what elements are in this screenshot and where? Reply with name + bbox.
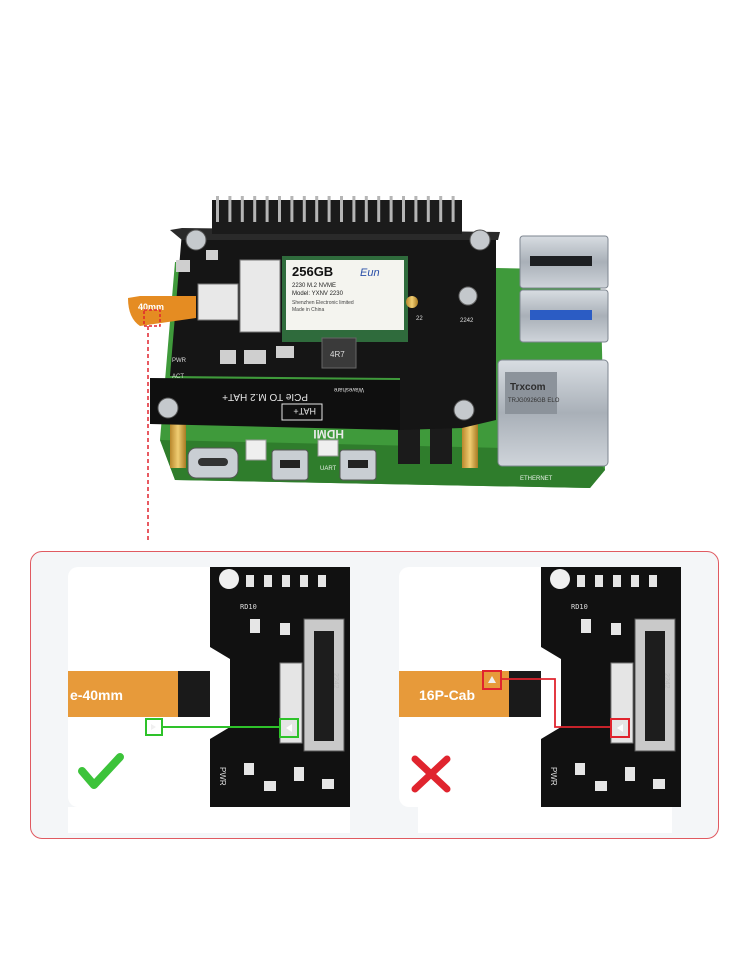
gpio-pin — [315, 196, 319, 222]
svg-text:PWR: PWR — [172, 358, 187, 364]
ribbon-cable — [128, 296, 196, 326]
svg-text:ACT: ACT — [172, 374, 184, 380]
gpio-pin — [265, 196, 269, 222]
gpio-pin — [302, 196, 306, 222]
gpio-pin — [426, 196, 430, 222]
ribbon-cable — [68, 671, 178, 717]
svg-text:2242: 2242 — [460, 318, 474, 324]
svg-text:PWR: PWR — [218, 767, 227, 786]
svg-text:Shenzhen Electronic limited: Shenzhen Electronic limited — [292, 300, 354, 306]
svg-text:16P-Cab: 16P-Cab — [419, 687, 475, 703]
gpio-pin — [451, 196, 455, 222]
svg-text:2242: 2242 — [332, 673, 339, 689]
gpio-pin — [327, 196, 331, 222]
svg-text:Made in China: Made in China — [292, 307, 324, 313]
svg-text:RD10: RD10 — [240, 603, 257, 611]
gpio-pin — [402, 196, 405, 222]
gpio-header — [212, 200, 462, 234]
gpio-pin — [216, 196, 219, 222]
svg-text:PCIe TO M.2 HAT+: PCIe TO M.2 HAT+ — [222, 391, 308, 402]
check-icon — [78, 753, 124, 789]
fpc-connector — [279, 662, 303, 744]
gpio-pin — [278, 196, 281, 222]
mount-hole — [469, 229, 491, 251]
svg-text:22: 22 — [416, 316, 423, 322]
cable-marker-box — [482, 670, 502, 690]
svg-text:Model: YXNV 2230: Model: YXNV 2230 — [292, 291, 344, 297]
svg-text:UART: UART — [320, 466, 337, 472]
svg-text:Trxcom: Trxcom — [510, 382, 546, 393]
svg-text:e-40mm: e-40mm — [70, 687, 123, 703]
nvme-ssd: 256GB Eun 2230 M.2 NVME Model: YXNV 2230… — [282, 256, 408, 342]
gpio-pin — [340, 196, 343, 222]
misalignment-line — [501, 678, 611, 728]
svg-text:Eun: Eun — [360, 267, 380, 279]
svg-text:2242: 2242 — [663, 673, 670, 689]
svg-text:ETHERNET: ETHERNET — [520, 476, 553, 482]
svg-text:HAT+: HAT+ — [293, 406, 316, 416]
callout-box — [143, 309, 161, 327]
gpio-pin — [352, 196, 356, 222]
gpio-pin — [377, 196, 381, 222]
svg-text:RD10: RD10 — [571, 603, 588, 611]
gpio-pin — [253, 196, 257, 222]
fpc-connector — [197, 283, 239, 321]
svg-text:PWR: PWR — [549, 767, 558, 786]
svg-text:TRJG0926GB ELO: TRJG0926GB ELO — [508, 398, 560, 404]
gpio-pin — [240, 196, 244, 222]
standoff — [462, 420, 478, 468]
gpio-pin — [439, 196, 443, 222]
svg-text:40mm: 40mm — [138, 302, 164, 312]
cross-icon — [411, 755, 451, 793]
svg-text:4R7: 4R7 — [330, 350, 345, 359]
gpio-pin — [364, 196, 368, 222]
incorrect-orientation-panel: RD10 PWR 2242 16P-Cab — [399, 567, 681, 807]
panel-caption-space — [68, 807, 350, 833]
svg-text:2230 M.2 NVME: 2230 M.2 NVME — [292, 283, 336, 289]
m2-socket — [239, 259, 281, 333]
mount-hole — [157, 397, 179, 419]
mount-hole — [185, 229, 207, 251]
svg-text:Waveshare: Waveshare — [333, 386, 364, 392]
gpio-pin — [228, 196, 232, 222]
gpio-pin — [290, 196, 294, 222]
hat-board: 40mm 256GB Eun 2230 M.2 NVME Model: YXNV… — [128, 200, 500, 441]
mount-hole — [453, 399, 475, 421]
svg-text:HDMI: HDMI — [313, 427, 344, 441]
correct-orientation-panel: RD10 PWR 2242 e-40mm — [68, 567, 350, 807]
standoff — [170, 420, 186, 468]
gpio-pin — [389, 196, 393, 222]
svg-text:256GB: 256GB — [292, 264, 333, 279]
product-photo: Trxcom TRJG0926GB ELO ETHERNET UART 40mm — [128, 196, 609, 540]
gpio-pin — [414, 196, 418, 222]
panel-caption-space — [418, 807, 672, 833]
connector-marker-box — [610, 718, 630, 738]
fpc-connector — [610, 662, 634, 744]
